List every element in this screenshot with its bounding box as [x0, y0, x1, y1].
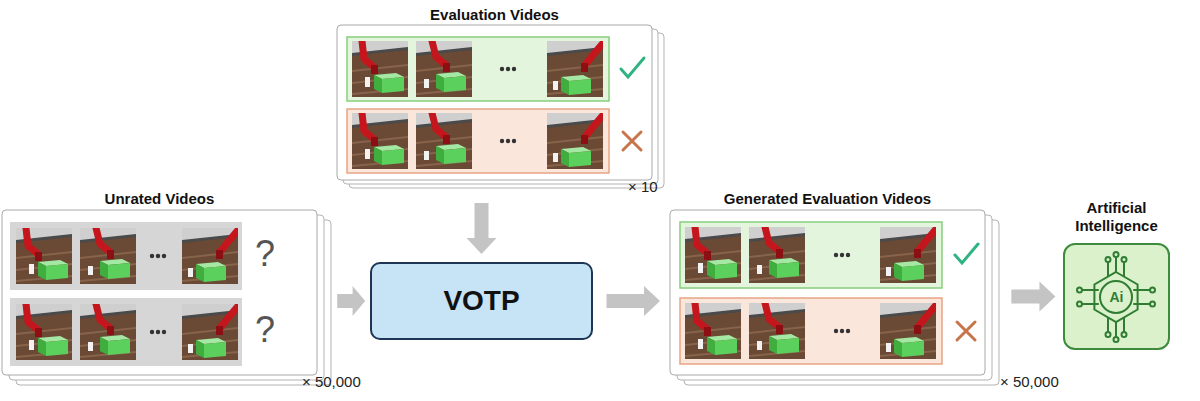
unknown-mark: ? — [250, 233, 280, 275]
check-mark — [955, 244, 978, 263]
ellipsis-dot — [834, 253, 838, 257]
video-frame — [80, 304, 136, 360]
video-frame — [16, 304, 72, 360]
unrated-row — [10, 298, 242, 366]
ellipsis-dot — [162, 254, 166, 258]
failure-row — [347, 109, 609, 173]
circuit-pad — [1114, 252, 1119, 257]
chip-hexagon — [1094, 272, 1137, 322]
flow-arrow — [607, 286, 661, 316]
video-frame — [352, 41, 408, 97]
stack-heading: Unrated Videos — [2, 190, 317, 207]
ellipsis-dot — [846, 329, 850, 333]
ellipsis-dot — [150, 254, 154, 258]
video-frame — [880, 227, 936, 283]
ellipsis-dot — [150, 330, 154, 334]
video-stack: Generated Evaluation Videos — [668, 188, 1000, 383]
check-mark — [621, 58, 644, 77]
video-frame — [80, 228, 136, 284]
multiplier-label: × 50,000 — [302, 373, 361, 390]
video-frame — [16, 228, 72, 284]
ellipsis-dot — [840, 329, 844, 333]
circuit-pad — [1106, 257, 1111, 262]
video-frame — [685, 227, 741, 283]
circuit-trace — [1082, 257, 1150, 337]
video-frame — [416, 113, 472, 169]
ellipsis-dot — [156, 330, 160, 334]
video-frame — [749, 227, 805, 283]
ellipsis-dot — [156, 254, 160, 258]
ellipsis-dot — [500, 139, 504, 143]
card-front — [337, 25, 652, 180]
failure-row — [680, 298, 942, 364]
flow-arrow — [1011, 282, 1055, 312]
card-front — [2, 210, 317, 375]
multiplier-label: × 10 — [628, 178, 658, 195]
ellipsis-dot — [834, 329, 838, 333]
video-frame — [880, 303, 936, 359]
success-row — [680, 222, 942, 288]
video-frame — [547, 113, 603, 169]
circuit-pad — [1150, 288, 1155, 293]
ellipsis-dot — [506, 67, 510, 71]
flow-arrow — [467, 203, 497, 254]
success-row — [347, 37, 609, 101]
chip-core — [1100, 281, 1132, 313]
ellipsis-dot — [162, 330, 166, 334]
video-frame — [749, 303, 805, 359]
ellipsis-dot — [846, 253, 850, 257]
video-stack: Evaluation Videos — [335, 0, 670, 190]
stack-heading: Generated Evaluation Videos — [670, 190, 985, 207]
card-front — [670, 210, 985, 375]
video-stack: Unrated Videos — [0, 188, 330, 383]
video-frame — [182, 304, 238, 360]
video-frame — [416, 41, 472, 97]
video-frame — [547, 41, 603, 97]
icon-text: Ai — [1065, 289, 1168, 305]
ellipsis-dot — [500, 67, 504, 71]
circuit-pad — [1150, 302, 1155, 307]
ellipsis-dot — [512, 139, 516, 143]
process-box: VOTP — [370, 262, 593, 340]
ai-box: Artificial IntelligenceAi — [1063, 243, 1170, 350]
circuit-pad — [1122, 332, 1127, 337]
circuit-pad — [1122, 257, 1127, 262]
video-frame — [182, 228, 238, 284]
multiplier-label: × 50,000 — [1000, 373, 1059, 390]
unrated-row — [10, 222, 242, 290]
circuit-pad — [1106, 332, 1111, 337]
video-frame — [685, 303, 741, 359]
flow-arrow — [337, 286, 365, 316]
video-frame — [352, 113, 408, 169]
cross-mark — [957, 322, 975, 340]
ellipsis-dot — [506, 139, 510, 143]
stack-heading: Evaluation Videos — [337, 6, 652, 23]
circuit-pad — [1077, 288, 1082, 293]
box-heading: Artificial Intelligence — [1053, 199, 1180, 235]
ellipsis-dot — [512, 67, 516, 71]
circuit-pad — [1114, 337, 1119, 342]
ellipsis-dot — [840, 253, 844, 257]
cross-mark — [623, 132, 641, 150]
process-label: VOTP — [443, 285, 519, 317]
unknown-mark: ? — [250, 309, 280, 351]
circuit-pad — [1077, 302, 1082, 307]
